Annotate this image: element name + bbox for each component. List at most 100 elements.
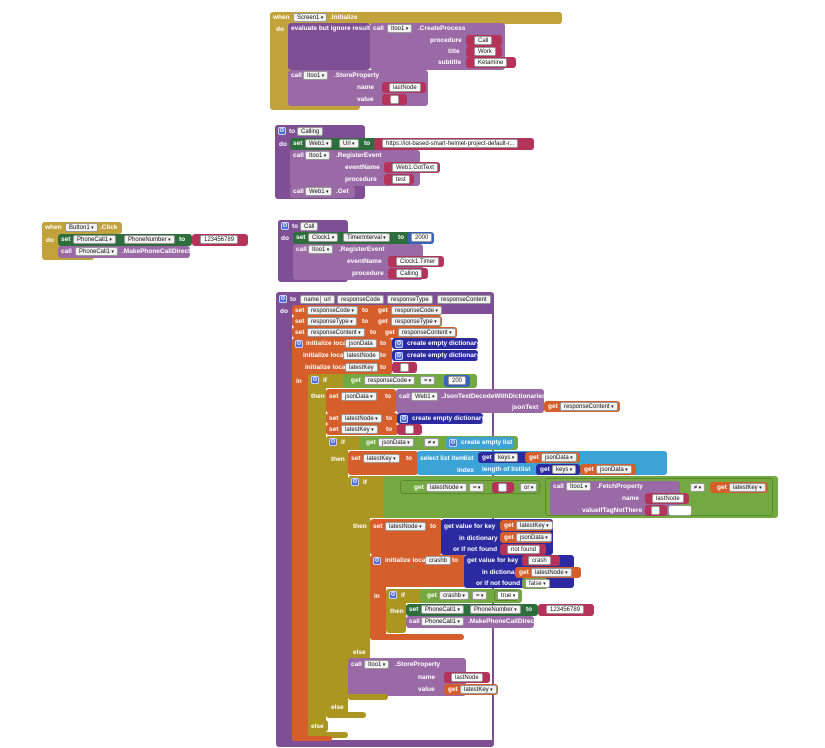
interval-number[interactable]: 2000	[411, 233, 433, 242]
latestnode-get[interactable]: latestNode	[531, 568, 572, 577]
gear-icon[interactable]: ⚙	[351, 478, 359, 486]
gear-icon[interactable]: ⚙	[449, 439, 457, 447]
not-found-string[interactable]: not found	[507, 545, 541, 554]
latestkey-get[interactable]: latestKey	[729, 483, 766, 492]
phonecall1-dropdown[interactable]: PhoneCall1	[75, 247, 118, 256]
itoo1-dropdown[interactable]: Itoo1	[305, 151, 331, 160]
empty-string[interactable]	[400, 363, 409, 372]
clock1-timer-string[interactable]: Clock1.Timer	[396, 257, 440, 266]
itoo1-dropdown[interactable]: Itoo1	[387, 24, 413, 33]
set-responsecontent-block[interactable]	[292, 327, 457, 338]
lastnode-string[interactable]: lastNode	[451, 673, 483, 682]
gear-icon[interactable]: ⚙	[295, 340, 303, 348]
latestnode-local[interactable]: latestNode	[343, 351, 380, 360]
gear-icon[interactable]: ⚙	[389, 591, 397, 599]
crash-string[interactable]: crash	[528, 556, 551, 565]
keys-dropdown[interactable]: keys	[494, 453, 519, 462]
latestnode-get[interactable]: latestNode	[426, 483, 467, 492]
gear-icon[interactable]: ⚙	[395, 352, 403, 360]
url-dropdown[interactable]: Url	[339, 139, 359, 148]
button1-dropdown[interactable]: Button1	[65, 223, 98, 232]
gear-icon[interactable]: ⚙	[395, 340, 403, 348]
initialize-local-block[interactable]	[292, 338, 310, 740]
latestkey-get[interactable]: latestKey	[516, 521, 553, 530]
latestkey-var[interactable]: latestKey	[341, 425, 378, 434]
empty-string[interactable]	[651, 506, 660, 515]
if-or-block[interactable]	[348, 476, 370, 700]
responsecode-get[interactable]: responseCode	[391, 306, 442, 315]
itoo1-dropdown[interactable]: Itoo1	[308, 245, 334, 254]
calling-name-field[interactable]: Calling	[297, 127, 324, 136]
if-200-block[interactable]	[308, 374, 326, 736]
call-string[interactable]: Call	[474, 36, 493, 45]
phone-number-string[interactable]: 123456789	[200, 235, 239, 244]
lastnode-string[interactable]: lastNode	[652, 494, 684, 503]
set-responsecode-block[interactable]	[292, 305, 442, 316]
responsetype-get[interactable]: responseType	[391, 317, 441, 326]
timer-interval-dropdown[interactable]: TimerInterval	[343, 233, 390, 242]
not-equals-operator[interactable]: ≠	[424, 438, 440, 447]
latestnode-var[interactable]: latestNode	[385, 522, 426, 531]
call-name-field[interactable]: Call	[300, 222, 319, 231]
create-empty-list-block[interactable]	[446, 437, 514, 449]
ketamine-string[interactable]: Ketamine	[474, 58, 508, 67]
web1-dropdown[interactable]: Web1	[305, 187, 333, 196]
gear-icon[interactable]: ⚙	[278, 127, 286, 135]
set-responsetype-block[interactable]	[292, 316, 442, 327]
keys-dropdown[interactable]: keys	[552, 465, 577, 474]
equals-operator[interactable]: =	[420, 376, 436, 385]
test-string[interactable]: test	[392, 175, 410, 184]
responsecontent-get[interactable]: responseContent	[560, 402, 618, 411]
web1-dropdown[interactable]: Web1	[411, 392, 439, 401]
phonenumber-dropdown[interactable]: PhoneNumber	[470, 605, 521, 614]
clock1-dropdown[interactable]: Clock1	[308, 233, 339, 242]
false-dropdown[interactable]: false	[525, 579, 550, 588]
param-responsecode[interactable]: responseCode	[337, 295, 385, 304]
responsetype-var[interactable]: responseType	[307, 317, 357, 326]
phonenumber-dropdown[interactable]: PhoneNumber	[124, 235, 175, 244]
responsecode-var[interactable]: responseCode	[307, 306, 358, 315]
phonecall1-dropdown[interactable]: PhoneCall1	[73, 235, 116, 244]
jsondata-get[interactable]: jsonData	[378, 438, 414, 447]
empty-string[interactable]	[390, 95, 399, 104]
empty-string[interactable]	[405, 425, 414, 434]
responsecontent-get[interactable]: responseContent	[398, 328, 456, 337]
param-responsetype[interactable]: responseType	[387, 295, 433, 304]
crashb-get[interactable]: crashb	[439, 591, 469, 600]
equals-operator[interactable]: =	[469, 483, 485, 492]
responsecontent-var[interactable]: responseContent	[307, 328, 365, 337]
jsondata-get[interactable]: jsonData	[516, 533, 552, 542]
itoo1-dropdown[interactable]: Itoo1	[303, 71, 329, 80]
gear-icon[interactable]: ⚙	[311, 376, 319, 384]
true-dropdown[interactable]: true	[497, 591, 520, 600]
jsondata-var[interactable]: jsonData	[341, 392, 377, 401]
latestkey-get[interactable]: latestKey	[460, 685, 497, 694]
phonecall1-dropdown[interactable]: PhoneCall1	[421, 617, 464, 626]
itoo1-dropdown[interactable]: Itoo1	[364, 660, 390, 669]
screen1-dropdown[interactable]: Screen1	[293, 13, 328, 22]
responsecode-get[interactable]: responseCode	[364, 376, 415, 385]
create-empty-dictionary-block[interactable]	[397, 413, 483, 424]
latestnode-var[interactable]: latestNode	[341, 414, 382, 423]
or-operator[interactable]: or	[520, 483, 538, 492]
create-empty-dictionary-block[interactable]	[392, 338, 478, 349]
jsondata-get[interactable]: jsonData	[541, 453, 577, 462]
url-string[interactable]: https://iot-based-smart-helmet-project-d…	[382, 139, 519, 148]
equals-operator[interactable]: =	[472, 591, 488, 600]
latestkey-var[interactable]: latestKey	[363, 454, 400, 463]
jsondata-get[interactable]: jsonData	[596, 465, 632, 474]
phone-number-string[interactable]: 123456789	[546, 605, 585, 614]
if-jsondata-block[interactable]	[326, 436, 348, 716]
itoo1-dropdown[interactable]: Itoo1	[566, 482, 592, 491]
create-empty-dictionary-block[interactable]	[392, 350, 478, 361]
gear-icon[interactable]: ⚙	[279, 295, 287, 303]
param-responsecontent[interactable]: responseContent	[437, 295, 491, 304]
gear-icon[interactable]: ⚙	[373, 557, 381, 565]
evaluate-block[interactable]	[288, 23, 370, 70]
gear-icon[interactable]: ⚙	[400, 415, 408, 423]
lastnode-string[interactable]: lastNode	[389, 83, 421, 92]
latestkey-local[interactable]: latestKey	[345, 363, 378, 372]
web1-dropdown[interactable]: Web1	[305, 139, 333, 148]
not-equals-operator[interactable]: ≠	[690, 483, 706, 492]
gear-icon[interactable]: ⚙	[281, 222, 289, 230]
